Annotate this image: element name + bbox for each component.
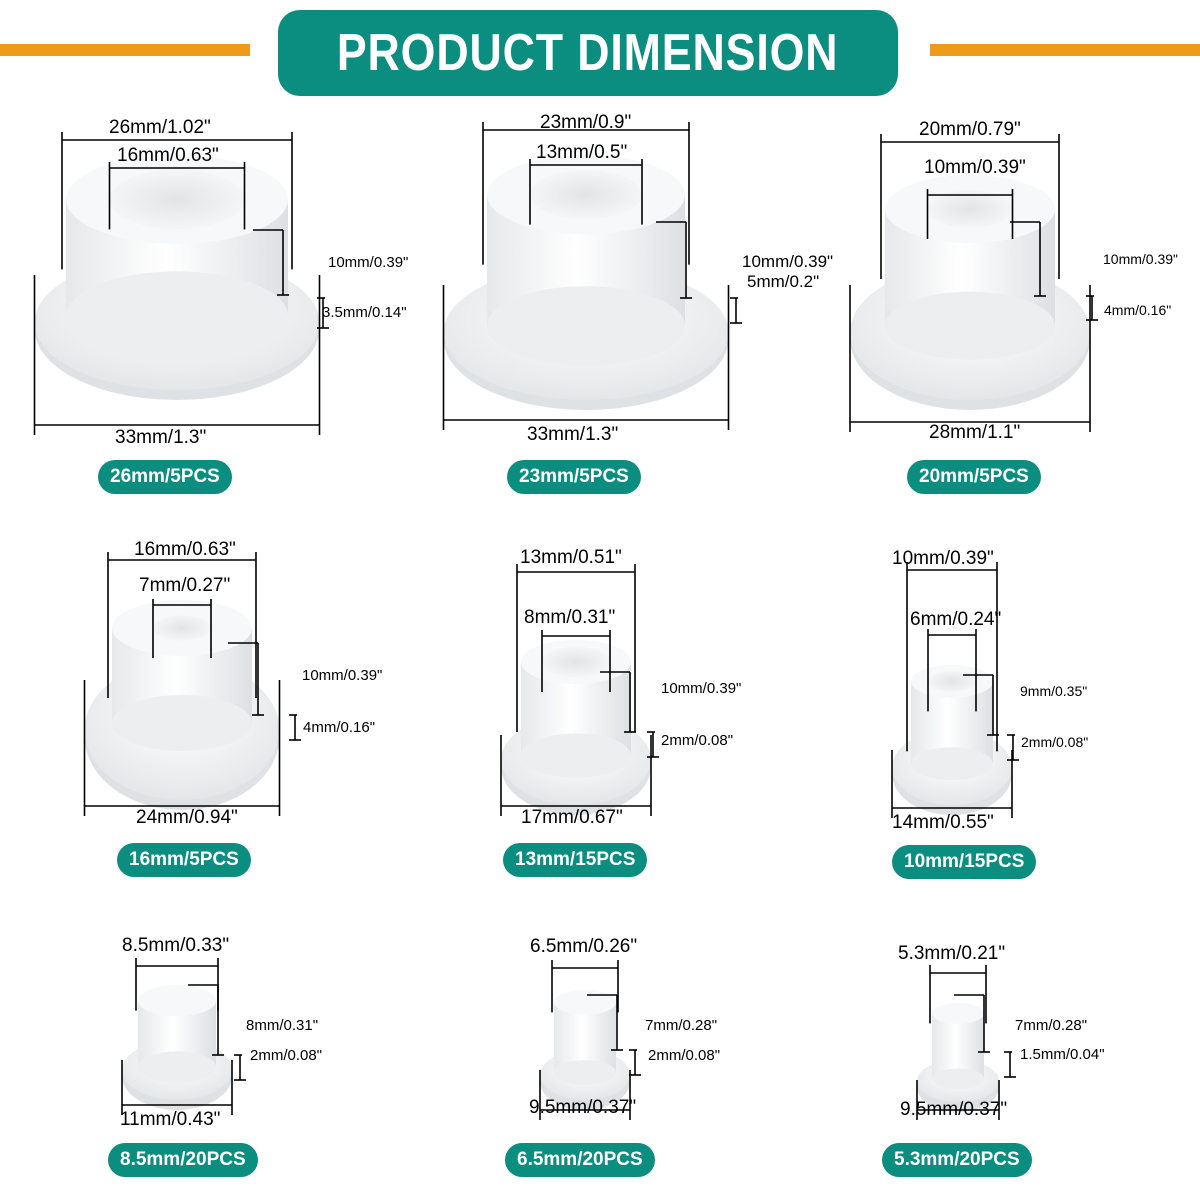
washer-hole [109, 169, 245, 230]
dim-label-height: 10mm/0.39" [302, 667, 383, 684]
washer-body [932, 1013, 984, 1079]
dim-label-outer: 26mm/1.02" [109, 117, 211, 138]
product-size-badge: 5.3mm/20PCS [882, 1143, 1032, 1177]
dim-label-height: 7mm/0.28" [1015, 1017, 1088, 1034]
dim-label-outer: 8.5mm/0.33" [122, 935, 230, 956]
washer-body-base [521, 733, 631, 778]
dim-label-height: 10mm/0.39" [328, 254, 409, 271]
dim-label-flange: 4mm/0.16" [1104, 302, 1172, 318]
product-size-badge: 16mm/5PCS [117, 843, 251, 877]
dim-label-height: 10mm/0.39" [661, 680, 742, 697]
product-size-badge: 26mm/5PCS [98, 460, 232, 494]
washer-hole [928, 670, 976, 692]
dim-label-outer: 13mm/0.51" [520, 547, 622, 568]
dim-label-flange: 2mm/0.08" [250, 1047, 323, 1064]
washer-hole [927, 190, 1013, 228]
dim-label-outer: 16mm/0.63" [134, 539, 236, 560]
dim-label-base: 14mm/0.55" [892, 812, 994, 833]
dim-label-height: 9mm/0.35" [1020, 683, 1088, 699]
product-size-badge: 20mm/5PCS [907, 460, 1041, 494]
dim-label-base: 33mm/1.3" [115, 427, 207, 448]
dim-label-height: 10mm/0.39" [742, 252, 834, 271]
dim-label-outer: 6.5mm/0.26" [530, 936, 638, 957]
washer-top-face [138, 985, 216, 1017]
washer-body-base [66, 271, 288, 361]
washer-body-base [885, 291, 1055, 360]
header-banner: PRODUCT DIMENSION [278, 10, 898, 96]
dim-label-inner: 10mm/0.39" [924, 157, 1026, 178]
washer-top-face [554, 990, 616, 1015]
dim-label-flange: 2mm/0.08" [648, 1047, 721, 1064]
washer-body-base [487, 286, 685, 366]
dim-label-height: 10mm/0.39" [1103, 251, 1179, 267]
washer-hole [153, 615, 211, 641]
dim-label-height: 8mm/0.31" [246, 1017, 319, 1034]
dim-label-flange: 4mm/0.16" [303, 719, 376, 736]
accent-line-right [930, 44, 1200, 56]
dim-label-outer: 23mm/0.9" [540, 112, 632, 133]
dim-label-base: 28mm/1.1" [929, 422, 1021, 443]
dim-label-base: 9.5mm/0.37" [900, 1099, 1008, 1120]
dim-label-outer: 20mm/0.79" [919, 119, 1021, 140]
dim-label-inner: 7mm/0.27" [139, 575, 231, 596]
dim-label-inner: 13mm/0.5" [536, 142, 628, 163]
dim-label-flange: 1.5mm/0.04" [1020, 1046, 1105, 1063]
dim-label-height: 7mm/0.28" [645, 1017, 718, 1034]
washer-hole [542, 647, 610, 677]
dim-label-base: 33mm/1.3" [527, 424, 619, 445]
product-size-badge: 8.5mm/20PCS [108, 1143, 258, 1177]
product-size-badge: 23mm/5PCS [507, 460, 641, 494]
dim-label-outer: 10mm/0.39" [892, 548, 994, 569]
washer-top-face [932, 1003, 984, 1024]
washer-hole [530, 169, 642, 220]
product-size-badge: 10mm/15PCS [892, 845, 1037, 879]
washer-body-base [932, 1068, 984, 1090]
dim-label-base: 9.5mm/0.37" [529, 1097, 637, 1118]
dim-label-outer: 5.3mm/0.21" [898, 943, 1006, 964]
accent-line-left [0, 44, 250, 56]
page-title: PRODUCT DIMENSION [337, 24, 839, 82]
washer-body-base [138, 1051, 216, 1083]
dim-label-inner: 6mm/0.24" [910, 609, 1002, 630]
dim-label-flange: 2mm/0.08" [1021, 734, 1089, 750]
washer-body-base [911, 747, 993, 781]
product-size-badge: 6.5mm/20PCS [505, 1143, 655, 1177]
dim-label-base: 17mm/0.67" [521, 807, 623, 828]
dim-label-flange: 3.5mm/0.14" [322, 304, 407, 321]
dim-label-flange: 5mm/0.2" [747, 272, 820, 291]
dim-label-base: 11mm/0.43" [120, 1109, 221, 1130]
dim-label-base: 24mm/0.94" [136, 807, 238, 828]
dim-label-flange: 2mm/0.08" [661, 732, 734, 749]
washer-body-base [112, 695, 252, 751]
dim-label-inner: 8mm/0.31" [524, 607, 616, 628]
dim-label-inner: 16mm/0.63" [117, 145, 219, 166]
product-size-badge: 13mm/15PCS [503, 843, 648, 877]
washer-body-base [554, 1060, 616, 1085]
